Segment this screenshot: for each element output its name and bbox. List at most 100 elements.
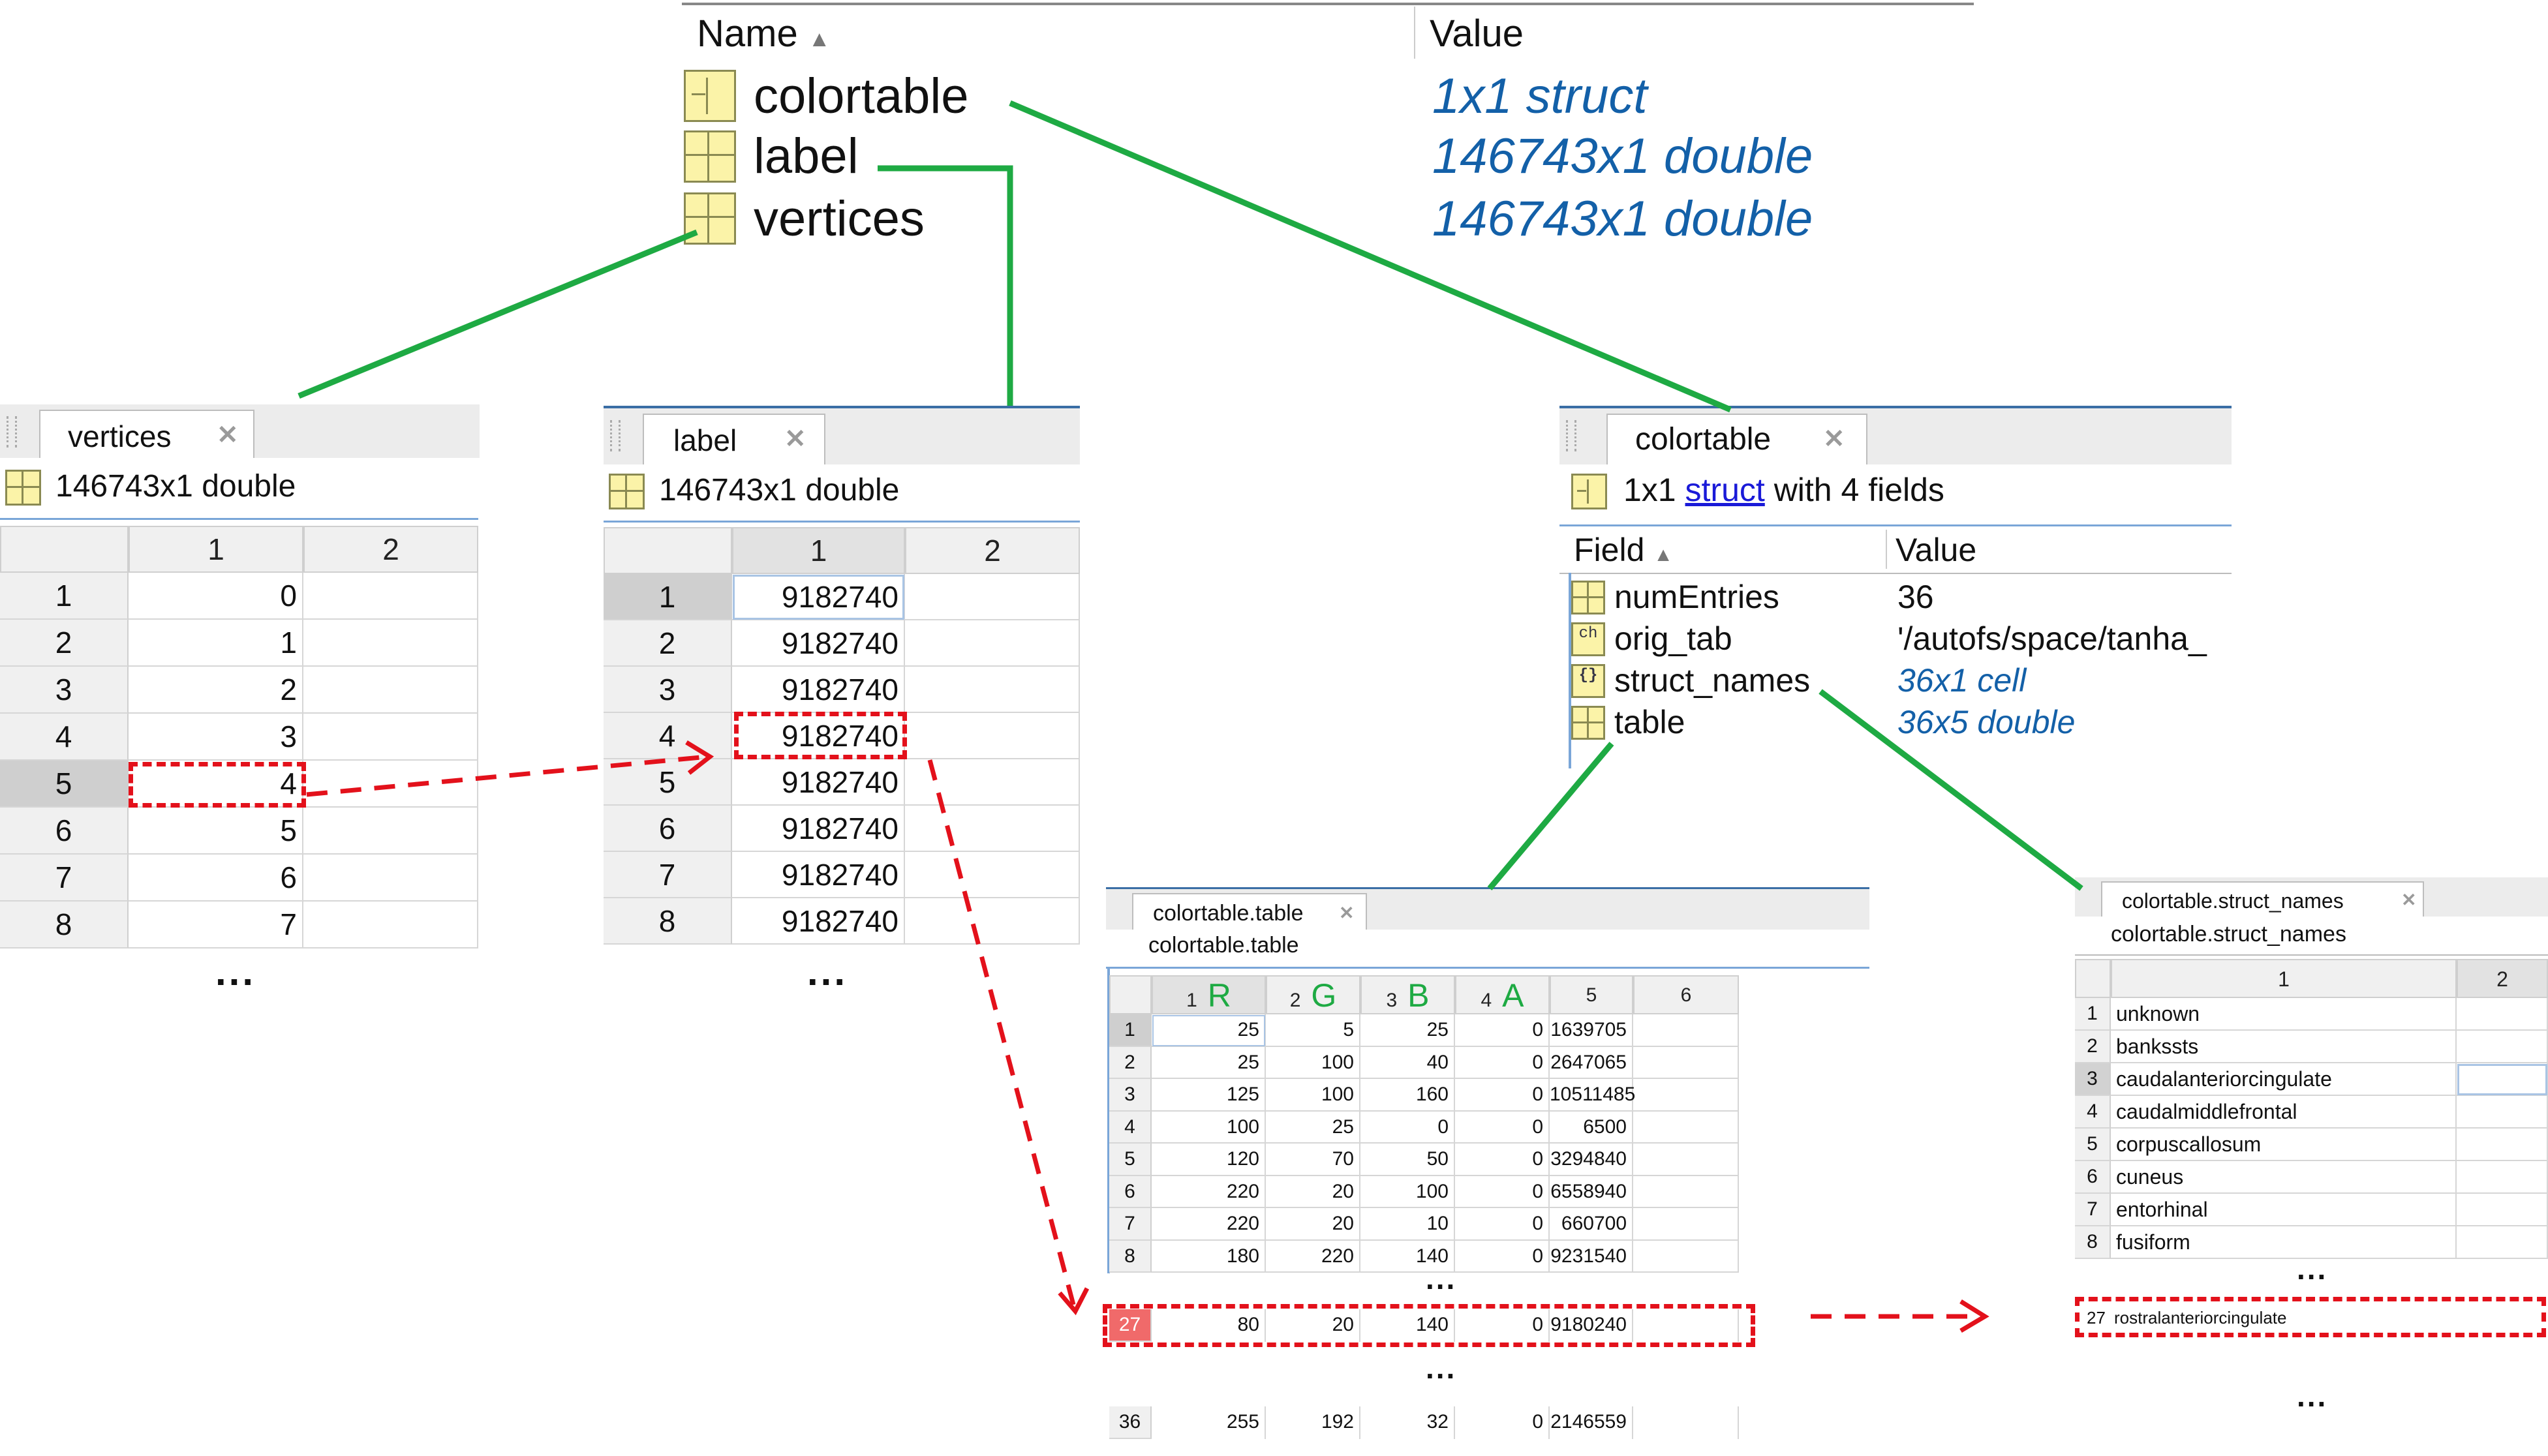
table-cell[interactable]: 2146559 [1550,1406,1633,1439]
row-header[interactable]: 7 [1109,1208,1152,1241]
struct-link[interactable]: struct [1685,472,1765,508]
table-cell[interactable]: 220 [1152,1208,1266,1241]
table-cell[interactable] [1633,1014,1739,1047]
table-cell[interactable]: 0 [129,573,303,620]
row-header[interactable]: 27 [2087,1308,2106,1327]
table-cell[interactable]: 20 [1266,1175,1360,1208]
table-cell[interactable] [2457,1063,2548,1096]
table-cell[interactable]: 50 [1360,1144,1455,1176]
row-header[interactable]: 1 [1109,1014,1152,1047]
table-cell[interactable] [2457,1194,2548,1226]
table-cell[interactable]: 100 [1266,1046,1360,1079]
table-cell[interactable]: 0 [1455,1406,1550,1439]
table-cell[interactable]: entorhinal [2111,1194,2457,1226]
table-cell[interactable]: 0 [1455,1046,1550,1079]
row-header[interactable]: 4 [2075,1096,2111,1129]
table-cell[interactable]: 5 [129,808,303,855]
row-header[interactable]: 8 [2075,1226,2111,1259]
row-header[interactable]: 27 [1109,1309,1152,1342]
table-cell[interactable]: caudalanteriorcingulate [2111,1063,2457,1096]
table-cell[interactable]: 25 [1266,1111,1360,1144]
row-header[interactable]: 6 [0,808,129,855]
table-cell[interactable]: 70 [1266,1144,1360,1176]
row-header[interactable]: 6 [1109,1175,1152,1208]
field-table[interactable]: table [1614,704,1685,740]
table-cell[interactable]: 9182740 [732,759,905,806]
table-cell[interactable]: 7 [129,902,303,948]
table-cell[interactable]: 9180240 [1550,1309,1633,1342]
table-cell[interactable] [905,667,1080,713]
table-cell[interactable]: 6 [129,855,303,902]
table-cell[interactable]: 0 [1455,1240,1550,1273]
table-cell[interactable]: 0 [1455,1079,1550,1112]
column-header-5[interactable]: 5 [1550,975,1633,1014]
workspace-header-divider[interactable] [1414,7,1415,59]
column-header-1[interactable]: 1 [732,527,905,574]
table-cell[interactable]: 255 [1152,1406,1266,1439]
row-header[interactable]: 7 [2075,1194,2111,1226]
table-cell[interactable] [1633,1208,1739,1241]
row-header[interactable]: 4 [604,713,732,759]
table-cell[interactable] [2457,1031,2548,1063]
row-header[interactable]: 5 [604,759,732,806]
row-header[interactable]: 8 [1109,1240,1152,1273]
table-cell[interactable]: 6558940 [1550,1175,1633,1208]
table-cell[interactable] [1633,1144,1739,1176]
close-icon[interactable]: ✕ [1339,903,1355,923]
row-header[interactable]: 6 [2075,1161,2111,1194]
field-struct_names[interactable]: struct_names [1614,662,1811,699]
table-cell[interactable]: 9182740 [732,898,905,945]
table-cell[interactable]: 180 [1152,1240,1266,1273]
column-header-1[interactable]: 1 [129,526,303,573]
column-header-1[interactable]: 1 [2111,959,2457,998]
row-header[interactable]: 3 [1109,1079,1152,1112]
table-cell[interactable]: bankssts [2111,1031,2457,1063]
tab-vertices[interactable]: vertices ✕ [39,410,254,458]
table-cell[interactable]: 80 [1152,1309,1266,1342]
close-icon[interactable]: ✕ [784,425,806,453]
table-cell[interactable] [303,808,478,855]
field-numEntries[interactable]: numEntries [1614,579,1779,615]
table-cell[interactable] [905,620,1080,667]
table-cell[interactable] [1633,1309,1739,1342]
table-cell[interactable] [905,759,1080,806]
table-cell[interactable] [1633,1240,1739,1273]
column-header-2[interactable]: 2 [905,527,1080,574]
table-cell[interactable]: 20 [1266,1309,1360,1342]
table-cell[interactable]: 9231540 [1550,1240,1633,1273]
row-header[interactable]: 1 [0,573,129,620]
table-cell[interactable]: 140 [1360,1309,1455,1342]
row-header[interactable]: 2 [2075,1031,2111,1063]
drag-grip-icon[interactable] [7,416,17,447]
table-cell[interactable] [2457,1161,2548,1194]
table-cell[interactable]: 40 [1360,1046,1455,1079]
table-cell[interactable]: fusiform [2111,1226,2457,1259]
table-cell[interactable]: 10 [1360,1208,1455,1241]
drag-grip-icon[interactable] [1566,420,1576,451]
table-cell[interactable] [1633,1406,1739,1439]
field-orig_tab[interactable]: orig_tab [1614,620,1732,657]
workspace-header-name[interactable]: Name ▲ [697,12,831,55]
row-header[interactable]: 36 [1109,1406,1152,1439]
table-cell[interactable]: 25 [1152,1046,1266,1079]
table-cell[interactable]: 2 [129,667,303,714]
table-cell[interactable]: corpuscallosum [2111,1129,2457,1161]
row-header[interactable]: 7 [604,852,732,898]
tab-colortable-table[interactable]: colortable.table ✕ [1132,893,1367,930]
colortable-field-header[interactable]: Field ▲ [1574,532,1673,568]
row-header[interactable]: 6 [604,806,732,852]
table-cell[interactable]: 125 [1152,1079,1266,1112]
table-cell[interactable]: 100 [1360,1175,1455,1208]
table-cell[interactable]: 660700 [1550,1208,1633,1241]
table-cell[interactable]: 220 [1266,1240,1360,1273]
table-cell[interactable]: 120 [1152,1144,1266,1176]
table-cell[interactable]: 192 [1266,1406,1360,1439]
table-cell[interactable] [905,574,1080,620]
table-cell[interactable]: 25 [1152,1014,1266,1047]
workspace-header-value[interactable]: Value [1430,12,1524,55]
table-cell[interactable]: 0 [1455,1208,1550,1241]
colortable-value-header[interactable]: Value [1896,532,1977,568]
table-cell[interactable]: caudalmiddlefrontal [2111,1096,2457,1129]
